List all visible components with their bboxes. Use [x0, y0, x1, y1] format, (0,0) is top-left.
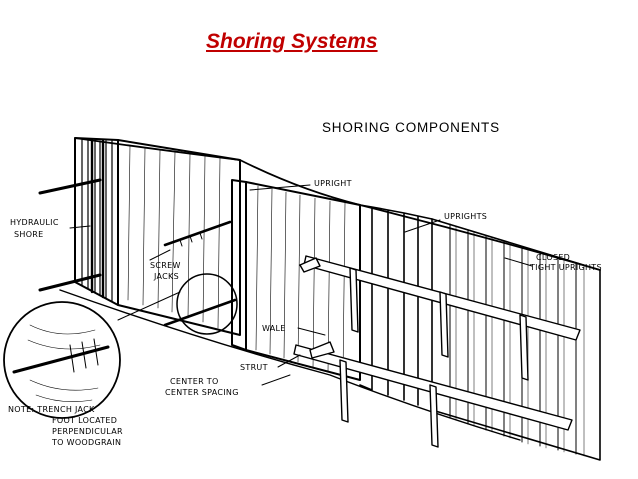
- detail-callout: [3, 273, 238, 419]
- wales-and-struts: [293, 255, 581, 448]
- label-wale: WALE: [262, 324, 286, 333]
- screw-jacks: [163, 220, 237, 327]
- label-closed-uprights: CLOSED: [536, 253, 570, 262]
- label-note-2: FOOT LOCATED: [52, 416, 117, 425]
- label-note-4: TO WOODGRAIN: [51, 438, 121, 447]
- label-center-spacing: CENTER TO: [170, 377, 219, 386]
- label-note: NOTE: TRENCH JACK: [8, 405, 95, 414]
- hydraulic-shores: [38, 178, 102, 292]
- label-hydraulic-shore: HYDRAULIC: [10, 218, 59, 227]
- label-strut: STRUT: [240, 363, 268, 372]
- label-screw-jacks: SCREW: [150, 261, 181, 270]
- label-upright: UPRIGHT: [314, 179, 352, 188]
- label-screw-jacks-2: JACKS: [153, 272, 179, 281]
- label-note-3: PERPENDICULAR: [52, 427, 123, 436]
- leader-lines: [69, 184, 533, 386]
- label-center-spacing-2: CENTER SPACING: [165, 388, 239, 397]
- slide-title: Shoring Systems: [206, 30, 378, 53]
- label-uprights: UPRIGHTS: [444, 212, 487, 221]
- trench-wall: [59, 137, 601, 461]
- diagram-labels: HYDRAULIC SHORE SCREW JACKS UPRIGHT UPRI…: [8, 179, 602, 447]
- diagram-title: SHORING COMPONENTS: [322, 120, 500, 135]
- label-closed-uprights-2: TIGHT UPRIGHTS: [529, 263, 602, 272]
- label-hydraulic-shore-2: SHORE: [14, 230, 44, 239]
